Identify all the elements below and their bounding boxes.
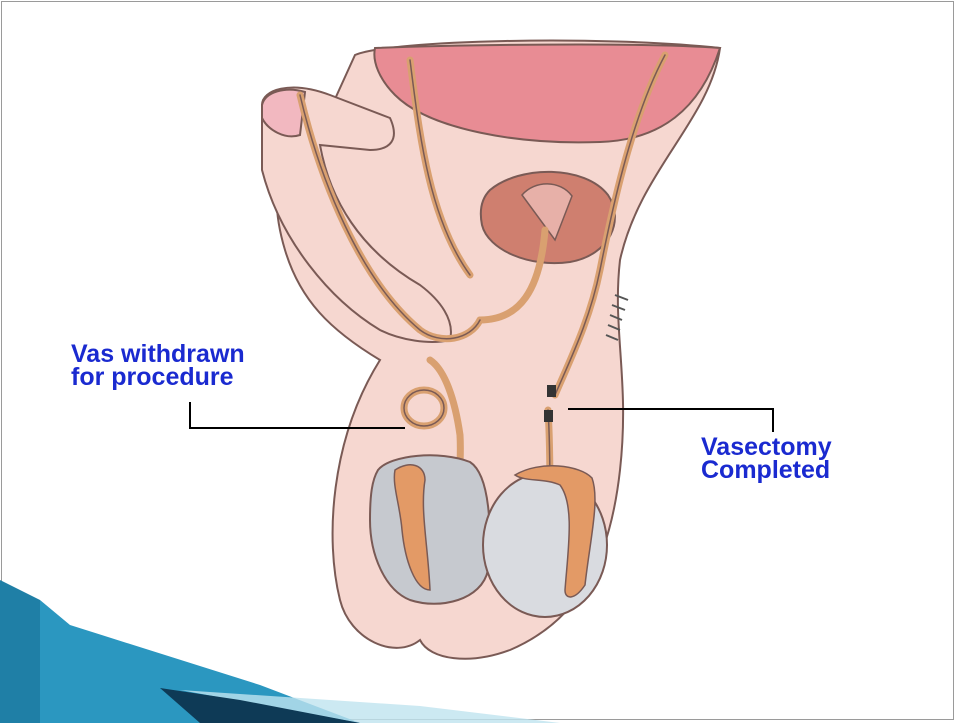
left-testis xyxy=(370,455,490,603)
label-vasectomy-completed: Vasectomy Completed xyxy=(701,436,832,482)
prostate xyxy=(481,172,615,263)
label-vas-withdrawn: Vas withdrawn for procedure xyxy=(71,343,245,389)
